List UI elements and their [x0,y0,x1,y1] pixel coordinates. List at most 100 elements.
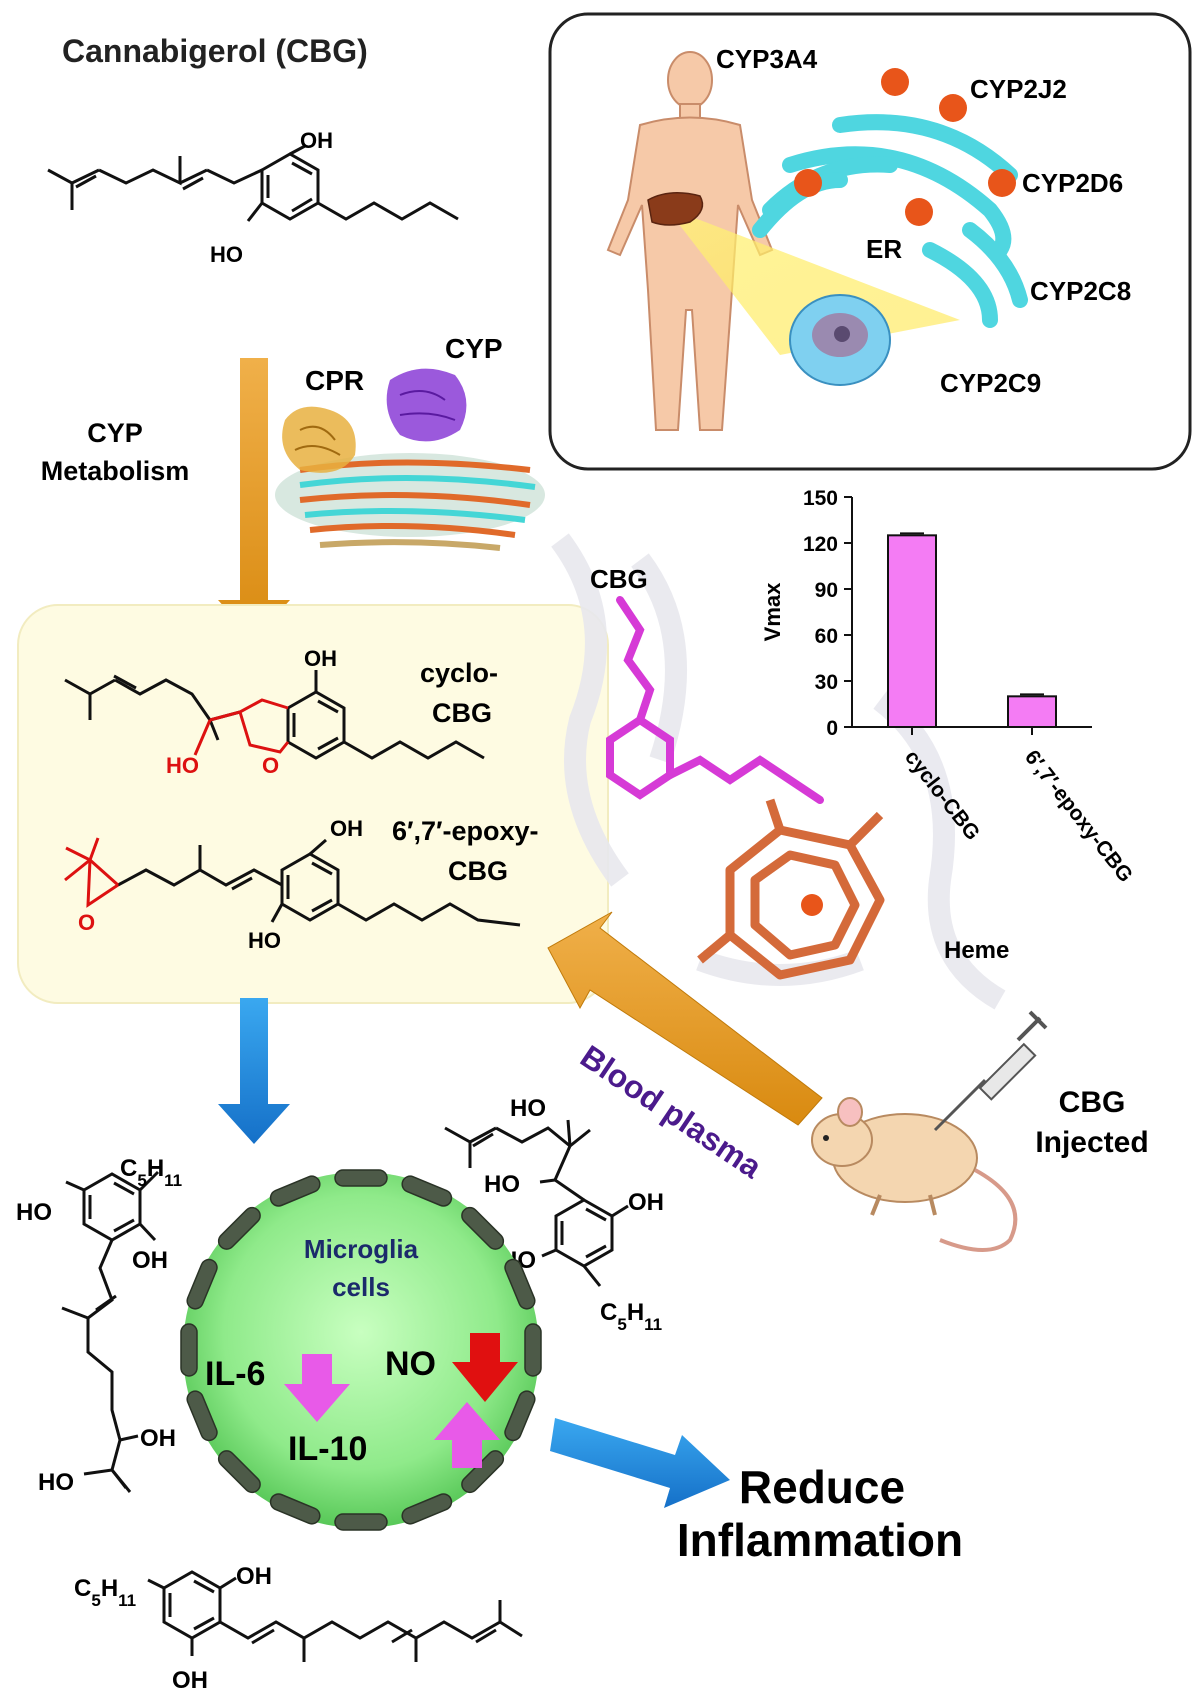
heme-label: Heme [944,937,1009,964]
iron-atom [801,894,823,916]
cbg-structure [47,144,459,222]
er-label: ER [866,234,902,264]
epoxy-cbg-label-line1: 6′,7′-epoxy- [392,816,539,846]
cyclo-o-label: O [262,753,279,778]
bottom-oh-label-2: OH [172,1667,208,1694]
enzyme-dot-cyp2j2 [939,94,967,122]
epoxy-ho-label: HO [248,928,281,953]
left-metabolite-structure [61,1170,160,1493]
membrane-segment [504,1258,536,1310]
cpr-label: CPR [305,365,364,396]
epoxy-o-label: O [78,910,95,935]
membrane-segment [334,1169,388,1187]
membrane-segment [186,1258,218,1310]
il6-label: IL-6 [205,1355,265,1393]
cbg-ho-label: HO [210,242,243,267]
enzyme-dot-er [905,198,933,226]
heme-group [697,798,885,980]
y-tick-label: 60 [815,625,838,648]
outcome-label-line1: Reduce [739,1461,905,1513]
microglia-label-line2: cells [332,1272,390,1302]
mouse-icon [811,1097,1018,1252]
cell-membrane-segments [180,1169,542,1531]
cyclo-cbg-furan [193,698,290,756]
metabolism-arrow [218,358,290,640]
no-down-arrow [452,1333,518,1402]
membrane-segment [217,1450,261,1494]
il10-label: IL-10 [288,1430,367,1468]
epoxide-ring [64,837,119,908]
cyclo-cbg-label-line1: cyclo- [420,658,498,688]
y-tick-label: 90 [815,579,838,602]
syringe-icon [933,1010,1048,1132]
membrane-segment [524,1323,542,1377]
y-tick-label: 0 [826,717,838,740]
cyp2d6-label: CYP2D6 [1022,168,1123,198]
outcome-arrow [550,1418,730,1508]
cbg-oh-label: OH [300,128,333,153]
figure-title: Cannabigerol (CBG) [62,33,368,69]
enzyme-dot-cyp2d6 [988,169,1016,197]
cbg-ligand [606,596,824,804]
cyclo-ho-label: HO [166,753,199,778]
cell-icon [789,294,891,386]
cyp2c8-label: CYP2C8 [1030,276,1131,306]
membrane-segment [401,1175,453,1207]
il6-down-arrow [284,1354,350,1422]
left-oh-label-2: OH [140,1425,176,1452]
left-oh-label-1: OH [132,1247,168,1274]
right-ho-label-2: HO [484,1171,520,1198]
y-tick-label: 150 [803,487,838,510]
x-tick-label: 6′,7′-epoxy-CBG [1020,746,1137,887]
right-c5h11-label: C5H11 [600,1299,662,1334]
metabolism-label-line1: CYP [87,418,143,448]
membrane-segment [186,1390,218,1442]
epoxy-cbg-label-line2: CBG [448,856,508,886]
bar-0 [887,534,937,728]
right-metabolite-structure [444,1119,629,1287]
er-membranes [752,114,1028,328]
microglia-label-line1: Microglia [304,1234,419,1264]
bar-1 [1007,695,1057,728]
left-ho-label-1: HO [16,1199,52,1226]
injected-label-line1: CBG [1059,1086,1126,1119]
cyp-label: CYP [445,333,503,364]
cyp3a4-label: CYP3A4 [716,44,818,74]
membrane-segment [180,1323,198,1377]
il10-up-arrow [434,1402,500,1468]
cyp2c9-label: CYP2C9 [940,368,1041,398]
projection-beam [668,210,960,355]
blue-down-arrow [218,998,290,1144]
left-ho-label-2: HO [38,1469,74,1496]
cyclo-oh-label: OH [304,646,337,671]
membrane-segment [269,1175,321,1207]
cyclo-cbg-label-line2: CBG [432,698,492,728]
bottom-metabolite-structure [147,1570,523,1662]
membrane-segment [504,1390,536,1442]
membrane-segment [269,1493,321,1525]
membrane-segment [217,1206,261,1250]
right-oh-label: OH [628,1189,664,1216]
membrane-segment [334,1513,388,1531]
outcome-label-line2: Inflammation [677,1514,963,1566]
no-label: NO [385,1345,436,1383]
epoxy-oh-label: OH [330,816,363,841]
chart-y-axis-label: Vmax [760,582,785,641]
injected-label-line2: Injected [1035,1126,1148,1159]
bottom-oh-label: OH [236,1563,272,1590]
docking-cbg-label: CBG [590,564,648,594]
cyp2j2-label: CYP2J2 [970,74,1067,104]
y-tick-label: 30 [815,671,838,694]
enzyme-panel: CYP3A4 CYP2J2 CYP2D6 ER CYP2C8 CYP2C9 [548,12,1192,471]
metabolism-label-line2: Metabolism [41,456,190,486]
epoxy-cbg-structure [117,838,521,927]
metabolite-box [17,604,609,1004]
blood-plasma-arrow [547,911,823,1126]
y-tick-label: 120 [803,533,838,556]
cpr-cyp-protein-complex [275,368,545,551]
docking-view [551,533,1006,1010]
enzyme-dot-cyp3a4 [881,68,909,96]
right-ho-label-1: HO [510,1095,546,1122]
bottom-c5h11-label: C5H11 [74,1575,136,1610]
